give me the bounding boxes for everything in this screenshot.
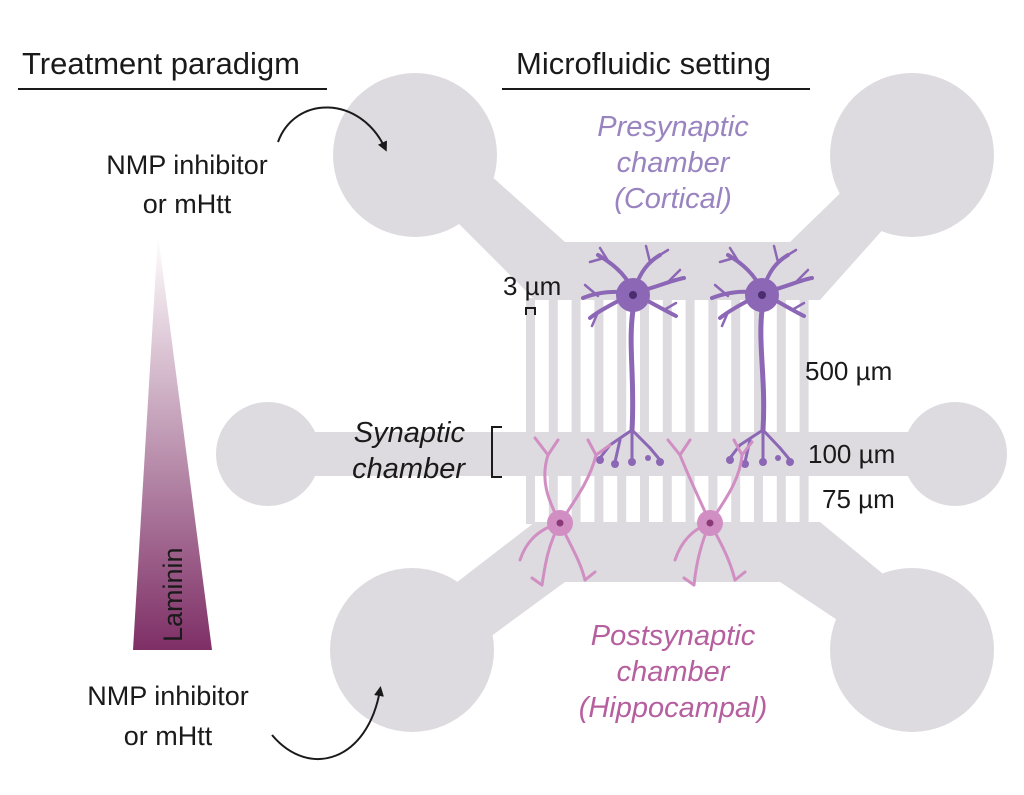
upper-microgroove [640,298,649,434]
synaptic-width-label: 100 µm [808,439,895,469]
upper-microgroove [754,298,763,434]
bottom-treatment-line2: or mHtt [124,721,213,751]
lower-microgroove [548,474,558,524]
upper-microgroove [571,298,581,434]
lower-microgroove [640,474,649,524]
upper-microgrooves [526,298,809,434]
presynaptic-chamber-channel [395,130,945,300]
presynaptic-right-axon [758,307,767,433]
lower-microgroove [799,474,809,524]
synaptic-label-line2: chamber [352,453,466,485]
postsynaptic-label-line1: Postsynaptic [591,620,756,652]
presynaptic-label-line1: Presynaptic [597,111,749,143]
left-synaptic-well [216,402,320,506]
microfluidic-device [216,73,1007,732]
bottom-right-well [830,568,994,732]
upper-microgroove [526,298,535,434]
postsynaptic-label-line2: chamber [617,656,731,688]
upper-microgroove [685,298,695,434]
laminin-gradient-triangle [133,235,212,650]
top-treatment-line2: or mHtt [143,189,232,219]
presynaptic-label-line2: chamber [617,147,731,179]
groove-width-bracket [525,307,536,315]
right-synaptic-well [903,402,1007,506]
lower-groove-label: 75 µm [822,484,895,514]
postsynaptic-label-line3: (Hippocampal) [579,692,768,724]
lower-microgroove [685,474,695,524]
top-left-well [333,73,497,237]
lower-microgroove [708,474,718,524]
presynaptic-label-line3: (Cortical) [614,183,732,215]
postsynaptic-neuron-right [666,438,754,587]
groove-width-label: 3 µm [503,271,561,301]
postsynaptic-chamber-channel [395,522,945,670]
presynaptic-neuron-left [581,244,686,468]
groove-length-label: 500 µm [805,356,892,386]
bottom-treatment-arrow [271,686,384,761]
lower-microgroove [754,474,763,524]
upper-microgroove [731,298,741,434]
top-treatment-line1: NMP inhibitor [106,150,268,180]
upper-microgroove [548,298,558,434]
top-right-well [830,73,994,237]
upper-microgroove [594,298,604,434]
upper-microgroove [708,298,718,434]
presynaptic-left-axon [628,307,636,433]
lower-microgroove [662,474,672,524]
upper-microgroove [662,298,672,434]
presynaptic-neuron-right [710,244,814,468]
header-treatment-paradigm: Treatment paradigm [22,46,300,81]
bottom-left-well [330,568,494,732]
upper-microgroove [799,298,809,434]
synaptic-label-line1: Synaptic [354,417,466,449]
lower-microgroove [594,474,604,524]
lower-microgroove [617,474,627,524]
synaptic-chamber-channel [270,432,955,476]
upper-microgroove [617,298,627,434]
postsynaptic-neuron-left [518,436,612,587]
lower-microgroove [776,474,786,524]
bottom-treatment-line1: NMP inhibitor [87,681,249,711]
lower-microgroove [731,474,741,524]
top-treatment-arrow [277,106,387,152]
lower-microgroove [526,474,535,524]
laminin-label: Laminin [158,547,188,642]
upper-microgroove [776,298,786,434]
synaptic-chamber-bracket [491,426,502,478]
header-microfluidic-setting: Microfluidic setting [516,46,771,81]
